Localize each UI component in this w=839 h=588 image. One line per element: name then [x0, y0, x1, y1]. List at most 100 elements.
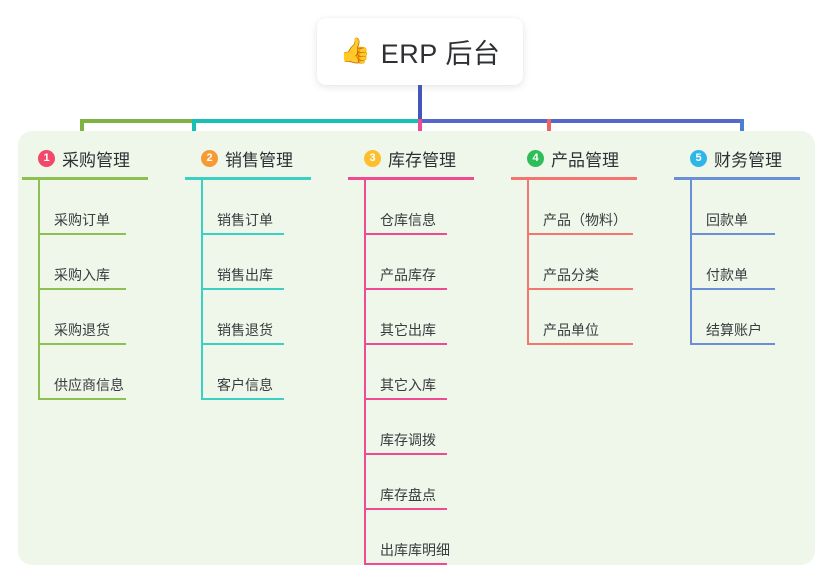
- leaf-item-underline: [38, 398, 126, 400]
- leaf-item[interactable]: 其它出库: [348, 290, 474, 345]
- leaf-item-underline: [364, 508, 447, 510]
- branch-column-product: 4 产品管理产品（物料） 产品分类产品单位: [511, 145, 637, 345]
- branch-spine: [690, 180, 692, 345]
- leaf-item[interactable]: 出库库明细: [348, 510, 474, 565]
- leaf-item-underline: [38, 233, 126, 235]
- leaf-item-label: 销售订单: [217, 212, 273, 228]
- leaf-item[interactable]: 库存调拨: [348, 400, 474, 455]
- leaf-item-underline: [690, 343, 775, 345]
- leaf-item-underline: [201, 343, 284, 345]
- root-stem-connector: [418, 85, 422, 122]
- branch-title: 产品管理: [551, 150, 619, 170]
- branch-underline: [511, 177, 637, 180]
- leaf-item-label: 其它出库: [380, 322, 436, 338]
- leaf-item[interactable]: 产品分类: [511, 235, 637, 290]
- leaf-item-label: 付款单: [706, 267, 748, 283]
- branch-number-badge: 5: [690, 149, 707, 167]
- leaf-item-label: 客户信息: [217, 377, 273, 393]
- leaf-item-underline: [201, 398, 284, 400]
- branch-number-badge: 4: [527, 149, 544, 167]
- leaf-item-label: 采购入库: [54, 267, 110, 283]
- root-node-card[interactable]: 👍 ERP 后台: [317, 18, 523, 85]
- leaf-item-underline: [527, 343, 633, 345]
- leaf-item-underline: [364, 343, 447, 345]
- thumbs-up-icon: 👍: [339, 37, 371, 65]
- leaf-item[interactable]: 采购退货: [22, 290, 148, 345]
- branch-underline: [185, 177, 311, 180]
- leaf-item-label: 库存调拨: [380, 432, 436, 448]
- leaf-item-underline: [364, 398, 447, 400]
- leaf-item-underline: [690, 233, 775, 235]
- leaf-item-label: 采购退货: [54, 322, 110, 338]
- leaf-item[interactable]: 供应商信息: [22, 345, 148, 400]
- leaf-item-underline: [38, 343, 126, 345]
- leaf-item-label: 库存盘点: [380, 487, 436, 503]
- leaf-item[interactable]: 回款单: [674, 180, 800, 235]
- leaf-item[interactable]: 客户信息: [185, 345, 311, 400]
- leaf-item[interactable]: 产品单位: [511, 290, 637, 345]
- leaf-item[interactable]: 产品库存: [348, 235, 474, 290]
- branch-spine: [364, 180, 366, 565]
- branch-title: 销售管理: [225, 150, 293, 170]
- leaf-item-label: 销售出库: [217, 267, 273, 283]
- leaf-item-label: 产品单位: [543, 322, 599, 338]
- branch-underline: [674, 177, 800, 180]
- branch-column-sales: 2 销售管理销售订单销售出库销售退货客户信息: [185, 145, 311, 400]
- branch-title: 采购管理: [62, 150, 130, 170]
- branch-item-list: 回款单付款单结算账户: [674, 180, 800, 345]
- leaf-item-underline: [364, 453, 447, 455]
- leaf-item[interactable]: 其它入库: [348, 345, 474, 400]
- branch-spine: [201, 180, 203, 400]
- leaf-item[interactable]: 产品（物料）: [511, 180, 637, 235]
- leaf-item-underline: [527, 288, 633, 290]
- leaf-item-label: 产品（物料）: [543, 212, 627, 228]
- branch-column-purchase: 1 采购管理采购订单采购入库采购退货供应商信息: [22, 145, 148, 400]
- leaf-item[interactable]: 销售出库: [185, 235, 311, 290]
- leaf-item-label: 产品库存: [380, 267, 436, 283]
- branch-number-badge: 2: [201, 149, 218, 167]
- branch-spine: [38, 180, 40, 400]
- leaf-item-label: 出库库明细: [380, 542, 450, 558]
- leaf-item[interactable]: 销售退货: [185, 290, 311, 345]
- branch-item-list: 销售订单销售出库销售退货客户信息: [185, 180, 311, 400]
- branch-title: 库存管理: [388, 150, 456, 170]
- leaf-item[interactable]: 付款单: [674, 235, 800, 290]
- leaf-item-underline: [364, 563, 447, 565]
- leaf-item-underline: [201, 288, 284, 290]
- leaf-item-label: 其它入库: [380, 377, 436, 393]
- branch-item-list: 产品（物料） 产品分类产品单位: [511, 180, 637, 345]
- branch-underline: [22, 177, 148, 180]
- leaf-item-label: 仓库信息: [380, 212, 436, 228]
- segment-purple: [418, 119, 740, 123]
- branch-header-product[interactable]: 4 产品管理: [511, 145, 637, 171]
- branch-spine: [527, 180, 529, 345]
- leaf-item[interactable]: 采购入库: [22, 235, 148, 290]
- leaf-item-label: 结算账户: [706, 322, 762, 338]
- leaf-item[interactable]: 仓库信息: [348, 180, 474, 235]
- branches-panel: 1 采购管理采购订单采购入库采购退货供应商信息 2 销售管理销售订单销售出库销售退货客…: [18, 131, 815, 565]
- leaf-item[interactable]: 结算账户: [674, 290, 800, 345]
- leaf-item[interactable]: 采购订单: [22, 180, 148, 235]
- leaf-item-underline: [527, 233, 633, 235]
- leaf-item-underline: [364, 233, 447, 235]
- leaf-item[interactable]: 库存盘点: [348, 455, 474, 510]
- root-node-title: ERP 后台: [380, 39, 501, 69]
- branch-item-list: 仓库信息产品库存其它出库其它入库库存调拨库存盘点出库库明细: [348, 180, 474, 565]
- segment-green: [80, 119, 192, 123]
- leaf-item-underline: [690, 288, 775, 290]
- branch-header-purchase[interactable]: 1 采购管理: [22, 145, 148, 171]
- branch-underline: [348, 177, 474, 180]
- leaf-item[interactable]: 销售订单: [185, 180, 311, 235]
- leaf-item-underline: [201, 233, 284, 235]
- leaf-item-underline: [364, 288, 447, 290]
- leaf-item-underline: [38, 288, 126, 290]
- leaf-item-label: 销售退货: [217, 322, 273, 338]
- branch-header-sales[interactable]: 2 销售管理: [185, 145, 311, 171]
- leaf-item-label: 产品分类: [543, 267, 599, 283]
- branch-number-badge: 1: [38, 149, 55, 167]
